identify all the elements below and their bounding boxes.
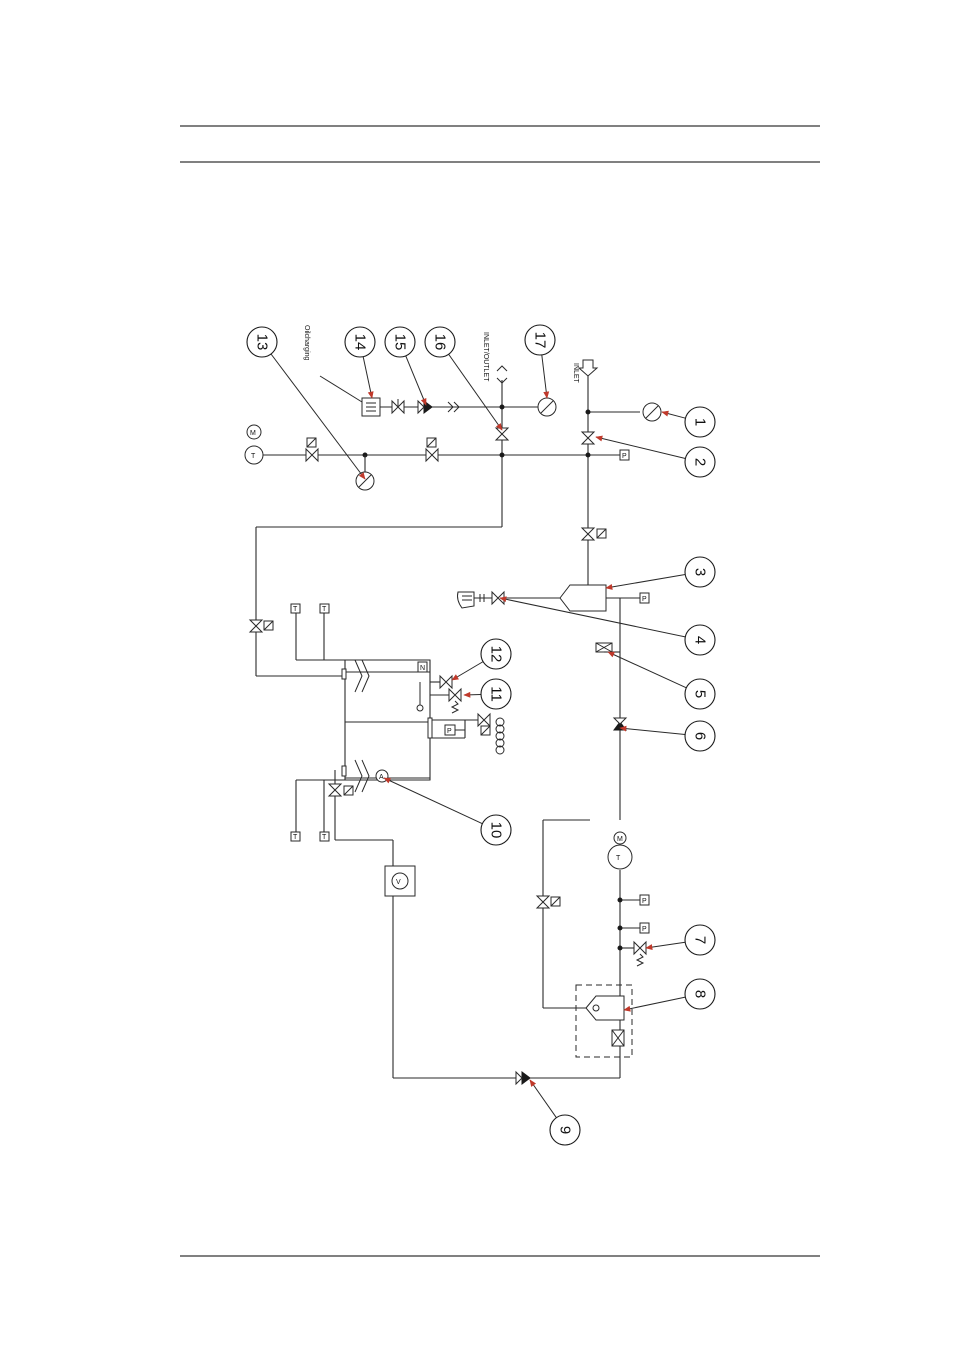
check-valve-icon [418,401,626,1084]
svg-text:T: T [293,834,298,841]
callout-leader [449,354,502,430]
callout-number: 6 [692,732,709,740]
drain-bottle-icon [458,592,485,608]
evaporator-unit [576,985,632,1057]
inlet-outlet-label: INLET/OUTLET [482,332,489,382]
callout-leader [384,778,482,824]
callout-leader [406,356,426,405]
callout-number: 14 [352,334,369,351]
pressure-gauge-icon [538,398,556,416]
vacuum-pump-motor: T M [245,425,263,464]
callout-arrowhead [544,392,549,398]
svg-text:P: P [447,728,452,735]
callout-number: 16 [432,334,449,351]
svg-text:T: T [322,606,327,613]
callout-number: 1 [692,418,709,426]
recovery-tank: N A P [342,660,455,792]
callout-leader [624,997,685,1010]
callout-number: 15 [392,334,409,351]
svg-text:T: T [616,855,621,862]
coupling-icon [448,366,507,412]
svg-text:M: M [617,836,623,843]
svg-text:A: A [379,774,384,781]
svg-text:P: P [622,453,627,460]
svg-text:P: P [642,596,647,603]
callout-number: 7 [692,936,709,944]
callout-number: 4 [692,636,709,644]
vacuum-unit-box: V [385,866,415,896]
callout-arrowhead [608,652,614,657]
separator-vessel [560,585,606,611]
callout-arrowhead [606,585,612,590]
pressure-gauge-icon [643,403,661,421]
callout-number: 13 [254,334,271,351]
motor-tag: M [250,430,256,437]
cooling-coil-icon [496,718,504,754]
callout-number: 8 [692,990,709,998]
callout-number: 2 [692,458,709,466]
callout-arrowhead [464,692,470,697]
callout-arrowhead [596,436,602,441]
svg-text:T: T [293,606,298,613]
callout-arrowhead [368,392,373,398]
svg-text:T: T [322,834,327,841]
temperature-sensor-icon: T T T T [291,604,329,841]
callout-number: 3 [692,568,709,576]
callout-leader [530,1080,556,1118]
callout-leader [542,355,547,398]
callout-number: 10 [488,822,505,839]
callout-number: 5 [692,690,709,698]
oil-charging-label: Oilcharging [303,325,310,361]
svg-text:V: V [396,879,401,886]
callout-arrowhead [646,945,652,950]
pump-tag: T [251,453,256,460]
callout-number: 12 [488,646,505,663]
callout-arrowhead [662,411,668,416]
callout-leader [363,357,372,398]
inlet-label: INLET [572,363,579,384]
callout-leader [606,575,685,588]
callout-number: 11 [488,686,505,702]
callout-number: 9 [557,1126,574,1134]
callout-arrowhead [624,1006,630,1011]
pressure-gauge-icon [356,455,374,490]
callout-arrowhead [452,675,458,680]
callout-arrowhead [530,1080,535,1086]
callout-number: 17 [532,332,549,349]
spring-icon [452,701,643,966]
filter-drier-icon [596,643,620,652]
compressor-icon: T M [608,832,632,869]
svg-text:N: N [420,665,425,672]
callout-leader [620,728,685,735]
svg-text:P: P [642,898,647,905]
solenoid-actuator-icon [264,438,606,906]
inlet-arrow-icon [579,360,597,376]
svg-text:P: P [642,926,647,933]
